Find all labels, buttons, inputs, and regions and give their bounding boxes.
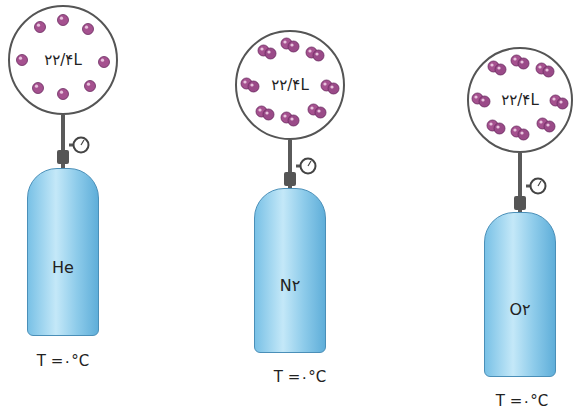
- gas-balloon: ۲۲/۴L: [8, 5, 118, 115]
- gas-cylinder: O۲: [484, 212, 556, 377]
- gas-balloon: ۲۲/۴L: [467, 47, 573, 153]
- gas-name: O۲: [509, 300, 530, 319]
- gas-cylinder: He: [27, 168, 99, 336]
- gas-balloon: ۲۲/۴L: [235, 30, 345, 140]
- volume-label: ۲۲/۴L: [501, 91, 539, 109]
- temperature-label: T =۰°C: [37, 352, 90, 370]
- volume-label: ۲۲/۴L: [44, 51, 82, 69]
- gas-name: He: [52, 258, 74, 277]
- gas-name: N۲: [280, 276, 301, 295]
- volume-label: ۲۲/۴L: [271, 76, 309, 94]
- gas-cylinder: N۲: [254, 188, 326, 353]
- temperature-label: T =۰°C: [496, 392, 549, 410]
- temperature-label: T =۰°C: [274, 368, 327, 386]
